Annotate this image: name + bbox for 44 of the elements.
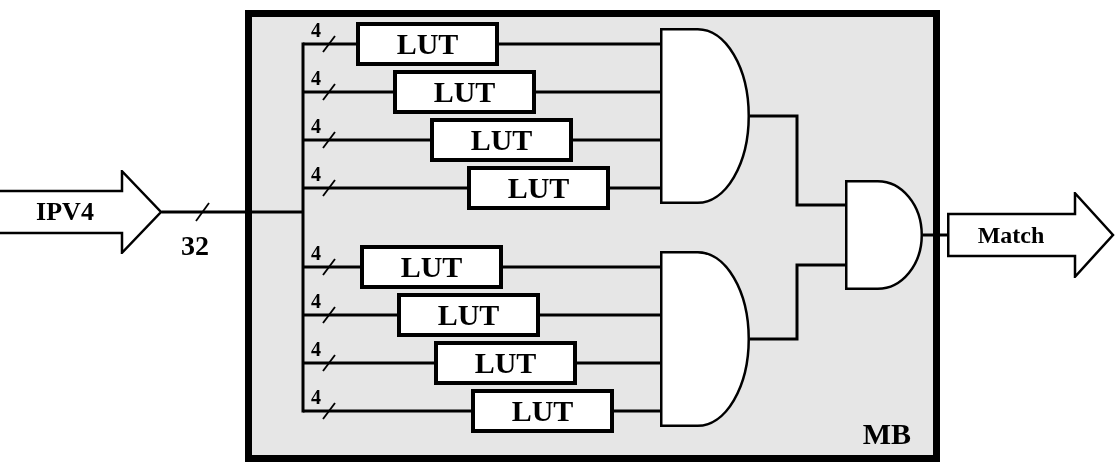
box-label: LUT — [396, 29, 459, 59]
and-gate-symbol — [660, 251, 750, 427]
and-gate-symbol — [660, 28, 750, 204]
box-label: LUT — [470, 125, 533, 155]
wire — [303, 361, 434, 365]
wire — [303, 313, 397, 317]
lut-box — [430, 118, 573, 162]
wire — [923, 233, 947, 237]
box-label: LUT — [437, 300, 500, 330]
lut-box — [356, 22, 499, 66]
wire — [750, 263, 845, 341]
bus-width-label: 32 — [181, 231, 209, 261]
lut-box — [471, 389, 614, 433]
wire — [610, 186, 660, 190]
lut-box — [393, 70, 536, 114]
wire — [573, 138, 660, 142]
wire — [503, 265, 660, 269]
wire — [614, 409, 660, 413]
lut-box — [467, 166, 610, 210]
module-box — [245, 10, 940, 462]
box-label: LUT — [507, 173, 570, 203]
wire — [303, 138, 430, 142]
module-label: MB — [862, 419, 911, 449]
box-label: LUT — [400, 252, 463, 282]
wire — [536, 90, 660, 94]
wire — [303, 265, 360, 269]
bus-wire — [161, 42, 305, 413]
lut-box — [397, 293, 540, 337]
wire — [499, 42, 660, 46]
wire — [750, 114, 845, 207]
wire — [303, 42, 356, 46]
wire — [540, 313, 660, 317]
wire — [577, 361, 660, 365]
lut-box — [360, 245, 503, 289]
box-label: LUT — [474, 348, 537, 378]
box-label: LUT — [511, 396, 574, 426]
box-label: LUT — [433, 77, 496, 107]
lut-box — [434, 341, 577, 385]
wire — [303, 186, 467, 190]
wire — [303, 90, 393, 94]
and-gate-symbol — [845, 180, 923, 290]
arrow-label: IPV4 — [36, 198, 94, 226]
arrow-label: Match — [977, 222, 1045, 248]
wire — [303, 409, 471, 413]
